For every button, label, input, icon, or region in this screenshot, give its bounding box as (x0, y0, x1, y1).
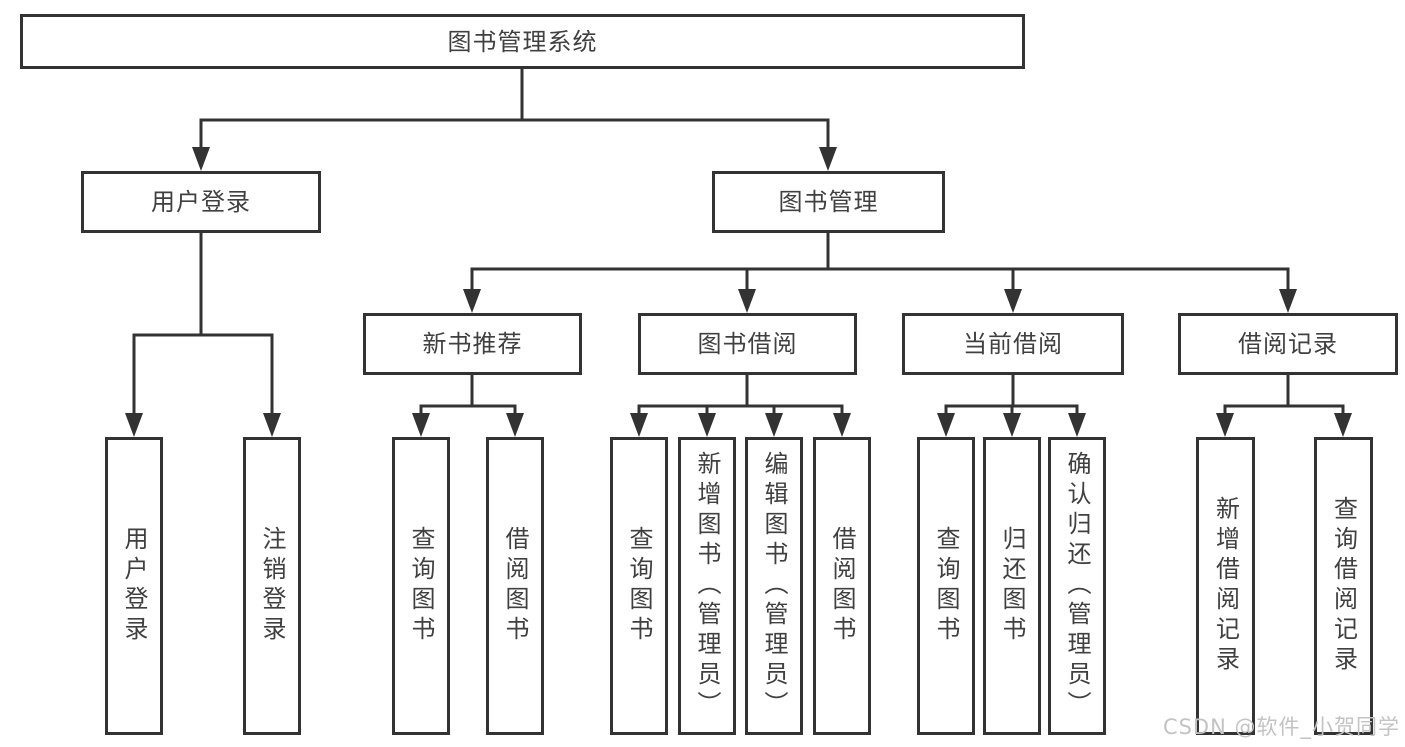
connector-current-borrow-children (937, 375, 1086, 437)
arrowhead (1068, 413, 1086, 437)
leaf-add-book-label: 新增图书（管理员） (693, 451, 721, 721)
leaf-query-book-2: 查询图书 (610, 437, 668, 735)
leaf-query-book-2-label: 查询图书 (625, 526, 653, 646)
leaf-edit-book: 编辑图书（管理员） (745, 437, 803, 735)
leaf-borrow-book-1-label: 借阅图书 (501, 526, 529, 646)
leaf-borrow-book-2: 借阅图书 (813, 437, 871, 735)
arrowhead (1334, 413, 1352, 437)
arrowhead (1004, 289, 1022, 313)
arrowhead (1003, 413, 1021, 437)
node-user-login: 用户登录 (81, 171, 321, 233)
arrowhead (819, 147, 837, 171)
leaf-logout-label: 注销登录 (258, 526, 286, 646)
node-book-borrow: 图书借阅 (638, 313, 857, 375)
arrowhead (412, 413, 430, 437)
node-user-login-label: 用户登录 (151, 188, 251, 216)
connector-root-to-level2 (192, 69, 837, 171)
node-root-label: 图书管理系统 (447, 27, 598, 56)
leaf-return-book-label: 归还图书 (998, 526, 1026, 646)
leaf-query-book-3-label: 查询图书 (932, 526, 960, 646)
arrowhead (765, 413, 783, 437)
leaf-query-record-label: 查询借阅记录 (1329, 496, 1358, 676)
connector-user-login-children (125, 233, 281, 437)
leaf-add-record-label: 新增借阅记录 (1211, 496, 1240, 676)
arrowhead (937, 413, 955, 437)
node-new-book-rec-label: 新书推荐 (422, 330, 523, 358)
node-current-borrow: 当前借阅 (902, 313, 1124, 375)
arrowhead (506, 413, 524, 437)
leaf-edit-book-label: 编辑图书（管理员） (760, 451, 788, 721)
arrowhead (630, 413, 648, 437)
arrowhead (1216, 413, 1234, 437)
leaf-borrow-book-2-label: 借阅图书 (828, 526, 856, 646)
arrowhead (698, 413, 716, 437)
leaf-user-login: 用户登录 (105, 437, 163, 735)
leaf-query-book-1-label: 查询图书 (407, 526, 435, 646)
connector-book-borrow-children (630, 375, 851, 437)
leaf-borrow-book-1: 借阅图书 (486, 437, 544, 735)
node-new-book-rec: 新书推荐 (363, 313, 582, 375)
leaf-add-book: 新增图书（管理员） (678, 437, 736, 735)
arrowhead (463, 289, 481, 313)
node-book-mgmt: 图书管理 (712, 171, 945, 233)
leaf-query-book-1: 查询图书 (392, 437, 450, 735)
leaf-return-book: 归还图书 (983, 437, 1041, 735)
node-root: 图书管理系统 (20, 14, 1025, 69)
node-current-borrow-label: 当前借阅 (963, 330, 1063, 358)
leaf-confirm-return: 确认归还（管理员） (1048, 437, 1106, 735)
csdn-watermark: CSDN @软件_小贺同学 (1162, 715, 1400, 739)
node-book-mgmt-label: 图书管理 (778, 188, 879, 216)
connector-book-mgmt-children (463, 233, 1297, 313)
connector-borrow-records-children (1216, 375, 1352, 437)
leaf-query-record: 查询借阅记录 (1314, 437, 1373, 735)
arrowhead (263, 413, 281, 437)
arrowhead (738, 289, 756, 313)
leaf-user-login-label: 用户登录 (120, 526, 148, 646)
node-book-borrow-label: 图书借阅 (697, 330, 798, 358)
arrowhead (192, 147, 210, 171)
leaf-confirm-return-label: 确认归还（管理员） (1063, 451, 1091, 721)
arrowhead (1279, 289, 1297, 313)
connector-new-book-rec-children (412, 375, 524, 437)
leaf-logout: 注销登录 (243, 437, 301, 735)
arrowhead (125, 413, 143, 437)
leaf-add-record: 新增借阅记录 (1196, 437, 1255, 735)
leaf-query-book-3: 查询图书 (917, 437, 975, 735)
node-borrow-records-label: 借阅记录 (1238, 330, 1338, 358)
arrowhead (833, 413, 851, 437)
node-borrow-records: 借阅记录 (1178, 313, 1398, 375)
